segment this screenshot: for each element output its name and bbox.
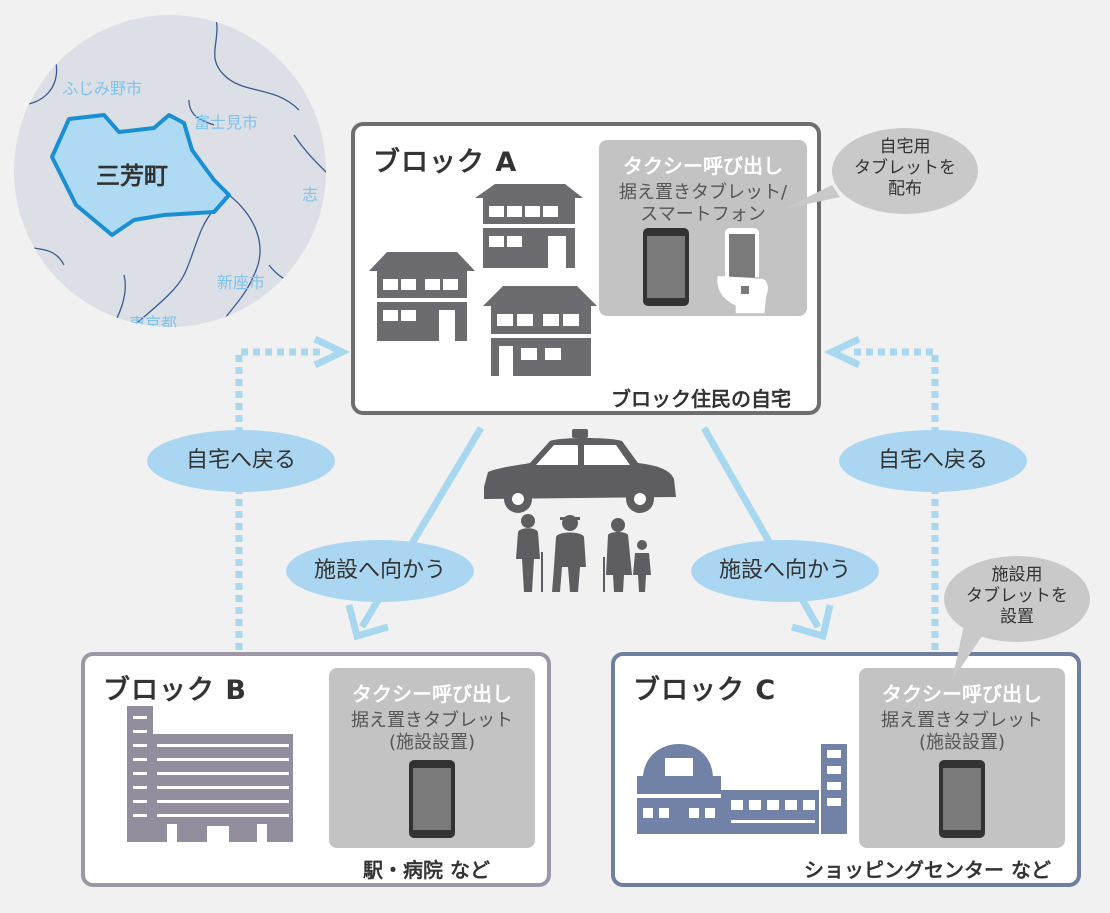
block-a-panel-line1: 据え置きタブレット/ — [618, 182, 788, 203]
block-c: ブロック C タクシー呼び出し 据え置きタブレット (施設設置) ショッピングセ… — [611, 652, 1081, 887]
block-c-title: ブロック C — [633, 675, 777, 706]
map-label-fujimino: ふじみ野市 — [62, 79, 143, 98]
smartphone-hand-icon — [715, 228, 770, 314]
tablet-icon — [409, 760, 455, 838]
home-tablet-bubble: 自宅用 タブレットを 配布 — [832, 128, 978, 214]
area-map: ふじみ野市 富士見市 志 新座市 東京都 三芳町 — [14, 15, 326, 327]
facility-tablet-bubble-line2: タブレットを — [966, 586, 1068, 606]
block-b-caption: 駅・病院 など — [363, 858, 490, 882]
block-c-panel-line2: (施設設置) — [918, 732, 1006, 753]
map-lines — [14, 15, 326, 327]
block-b-panel-head: タクシー呼び出し — [352, 682, 512, 706]
home-tablet-bubble-tail — [784, 185, 840, 209]
go-arrowhead-left — [345, 604, 389, 641]
block-a-caption: ブロック住民の自宅 — [611, 387, 791, 411]
shopping-center-icon — [637, 744, 847, 834]
block-a-panel-line2: スマートフォン — [640, 204, 766, 225]
go-facility-label-right: 施設へ向かう — [691, 540, 879, 602]
block-a: ブロック A タクシー呼び出し 据え置きタブレット/ — [351, 122, 821, 415]
block-b: ブロック B タクシー呼び出し 据え置きタブレット (施設設置) 駅・病院 など — [81, 652, 551, 887]
facility-tablet-bubble-tail — [952, 625, 984, 681]
facility-tablet-bubble-line1: 施設用 — [991, 565, 1043, 585]
map-town-label: 三芳町 — [96, 162, 168, 190]
home-tablet-bubble-line1: 自宅用 — [879, 137, 931, 157]
tablet-icon — [643, 228, 689, 306]
block-a-panel-head: タクシー呼び出し — [623, 154, 783, 178]
return-home-label-right: 自宅へ戻る — [839, 430, 1027, 492]
return-arrowhead-left — [313, 335, 351, 369]
map-label-fujimi: 富士見市 — [194, 113, 259, 132]
block-b-panel-line2: (施設設置) — [388, 732, 476, 753]
map-label-shi: 志 — [302, 185, 319, 204]
tablet-icon — [939, 760, 985, 838]
return-home-label-left: 自宅へ戻る — [147, 430, 335, 492]
block-b-tablet-panel: タクシー呼び出し 据え置きタブレット (施設設置) — [329, 668, 535, 848]
return-arrow-right — [852, 348, 939, 650]
map-label-niiza: 新座市 — [217, 273, 266, 292]
block-b-panel-line1: 据え置きタブレット — [351, 710, 513, 731]
return-arrowhead-right — [823, 335, 861, 369]
go-arrowhead-right — [791, 604, 834, 641]
block-c-panel-line1: 据え置きタブレット — [881, 710, 1043, 731]
taxi-and-passengers-icon — [484, 429, 676, 592]
houses-icon — [369, 184, 597, 376]
facility-tablet-bubble-line3: 設置 — [1000, 607, 1034, 627]
go-facility-label-left: 施設へ向かう — [286, 540, 474, 602]
block-c-caption: ショッピングセンター など — [804, 858, 1051, 882]
home-tablet-bubble-line2: タブレットを — [854, 158, 956, 178]
block-c-panel-head: タクシー呼び出し — [882, 682, 1042, 706]
hospital-building-icon — [127, 706, 293, 842]
map-label-tokyo: 東京都 — [129, 314, 178, 327]
block-a-title: ブロック A — [373, 147, 518, 178]
block-c-tablet-panel: タクシー呼び出し 据え置きタブレット (施設設置) — [859, 668, 1065, 848]
return-arrow-left — [235, 348, 322, 650]
block-a-tablet-panel: タクシー呼び出し 据え置きタブレット/ スマートフォン — [599, 140, 807, 316]
home-tablet-bubble-line3: 配布 — [888, 179, 922, 199]
block-b-title: ブロック B — [103, 675, 247, 706]
